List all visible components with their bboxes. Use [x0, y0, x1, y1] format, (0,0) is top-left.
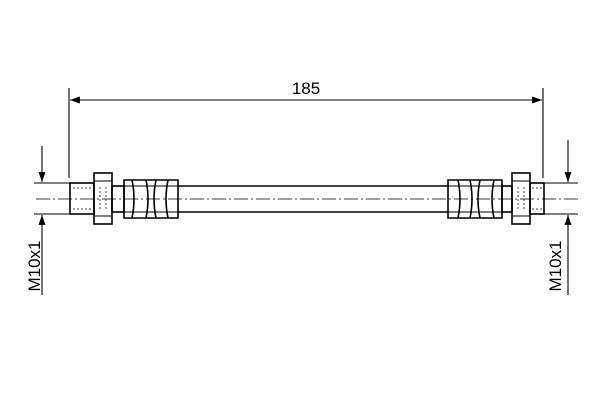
overall-length-dimension: 185 — [68, 79, 544, 178]
right-thread-end — [529, 182, 545, 215]
left-thread-label: M10x1 — [25, 240, 44, 291]
right-fitting — [447, 172, 545, 225]
left-crimp-ferrule — [123, 179, 179, 219]
right-thread-label: M10x1 — [546, 240, 565, 291]
left-fitting — [69, 172, 179, 225]
right-crimp-ferrule — [447, 179, 503, 219]
hose-body — [178, 185, 448, 213]
left-thread-dimension: M10x1 — [25, 146, 72, 295]
right-thread-dimension: M10x1 — [542, 140, 578, 295]
length-value: 185 — [292, 79, 320, 98]
